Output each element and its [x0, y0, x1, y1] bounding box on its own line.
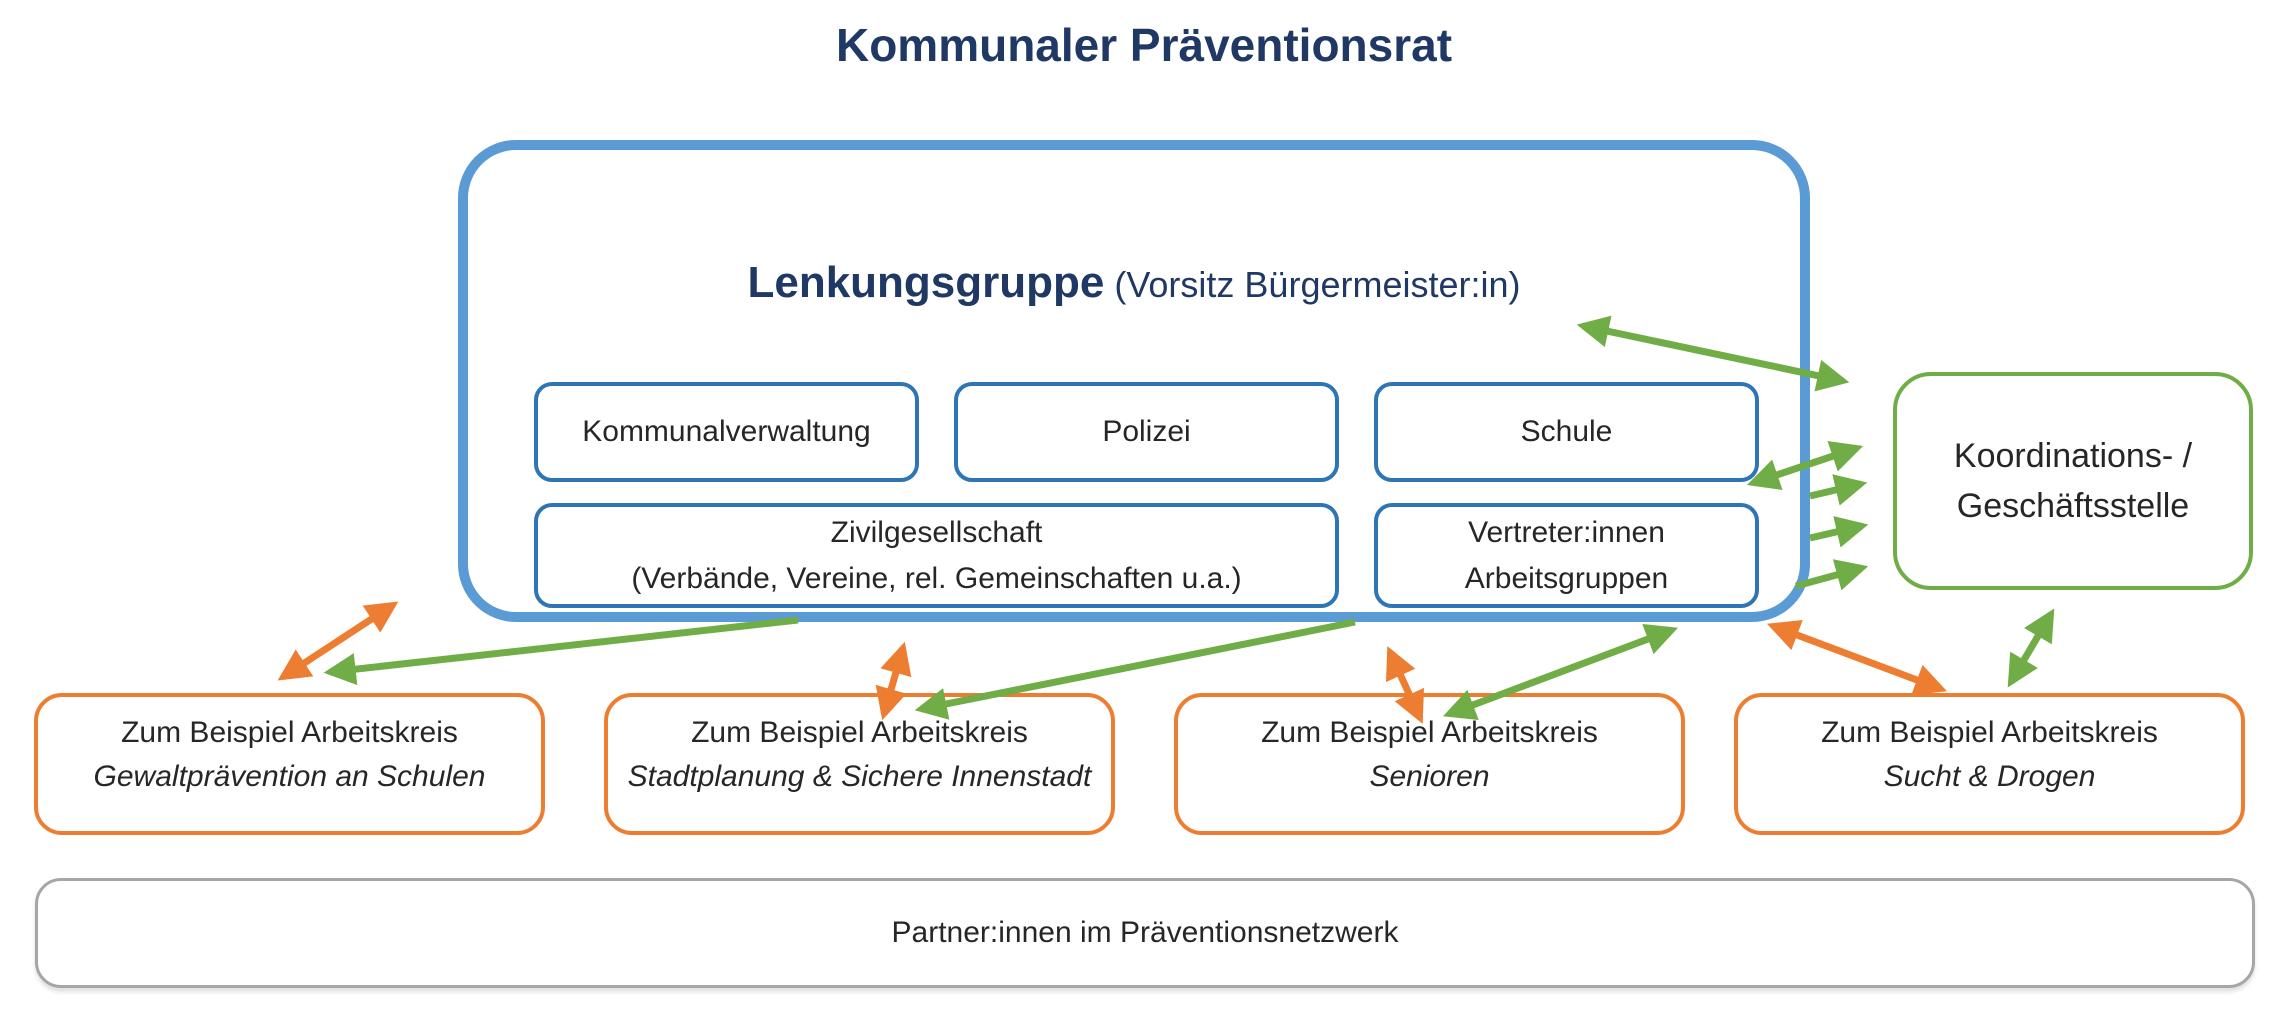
koordination-line1: Koordinations- /: [1953, 437, 2193, 475]
member-box-zivilgesellschaft: Zivilgesellschaft (Verbände, Vereine, re…: [534, 503, 1339, 608]
member-label-line2: Arbeitsgruppen: [1464, 561, 1669, 595]
member-box-schule: Schule: [1374, 382, 1759, 482]
arbeitskreis-box-gewaltpraevention: Zum Beispiel Arbeitskreis Gewaltpräventi…: [34, 693, 545, 835]
member-box-vertreter-arbeitsgruppen: Vertreter:innen Arbeitsgruppen: [1374, 503, 1759, 608]
arbeitskreis-intro: Zum Beispiel Arbeitskreis: [1821, 716, 2158, 749]
member-label: Schule: [1520, 415, 1613, 448]
arrow-lenkung-ak1-orange: [277, 601, 399, 681]
partner-netzwerk-box: Partner:innen im Präventionsnetzwerk: [35, 878, 2255, 988]
lenkungsgruppe-title: Lenkungsgruppe: [747, 258, 1105, 307]
arbeitskreis-topic: Stadtplanung & Sichere Innenstadt: [627, 760, 1092, 793]
member-label-line1: Zivilgesellschaft: [830, 515, 1043, 549]
arrow-lenkung-ak1-green: [323, 616, 799, 686]
arbeitskreis-box-senioren: Zum Beispiel Arbeitskreis Senioren: [1174, 693, 1685, 835]
member-box-polizei: Polizei: [954, 382, 1339, 482]
member-label-line2: (Verbände, Vereine, rel. Gemeinschaften …: [631, 561, 1242, 595]
diagram-title: Kommunaler Präventionsrat: [835, 19, 1453, 71]
lenkungsgruppe-heading: Lenkungsgruppe (Vorsitz Bürgermeister:in…: [468, 258, 1800, 308]
koordinationsstelle-box: Koordinations- / Geschäftsstelle: [1893, 372, 2253, 590]
arrow-lenkung-ak4-orange: [1766, 619, 1948, 696]
arbeitskreis-box-sucht-drogen: Zum Beispiel Arbeitskreis Sucht & Drogen: [1734, 693, 2245, 835]
arrow-koordination-ak4-green: [2007, 608, 2055, 688]
arbeitskreis-box-stadtplanung: Zum Beispiel Arbeitskreis Stadtplanung &…: [604, 693, 1115, 835]
arbeitskreis-topic: Sucht & Drogen: [1883, 760, 2096, 793]
partner-label: Partner:innen im Präventionsnetzwerk: [891, 916, 1399, 949]
koordination-line2: Geschäftsstelle: [1956, 487, 2190, 525]
member-label: Kommunalverwaltung: [582, 415, 871, 448]
arrow-lenkung-koordination-fan1-green: [1809, 474, 1868, 506]
lenkungsgruppe-subtitle: (Vorsitz Bürgermeister:in): [1104, 264, 1521, 305]
member-label: Polizei: [1102, 415, 1191, 448]
arrow-lenkung-koordination-fan2-green: [1809, 516, 1869, 548]
arbeitskreis-topic: Senioren: [1369, 760, 1490, 793]
arbeitskreis-intro: Zum Beispiel Arbeitskreis: [1261, 716, 1598, 749]
member-label-line1: Vertreter:innen: [1468, 515, 1665, 549]
lenkungsgruppe-box: Lenkungsgruppe (Vorsitz Bürgermeister:in…: [458, 140, 1810, 622]
arbeitskreis-topic: Gewaltprävention an Schulen: [93, 760, 486, 793]
arbeitskreis-intro: Zum Beispiel Arbeitskreis: [121, 716, 458, 749]
arbeitskreis-intro: Zum Beispiel Arbeitskreis: [691, 716, 1028, 749]
member-box-kommunalverwaltung: Kommunalverwaltung: [534, 382, 919, 482]
